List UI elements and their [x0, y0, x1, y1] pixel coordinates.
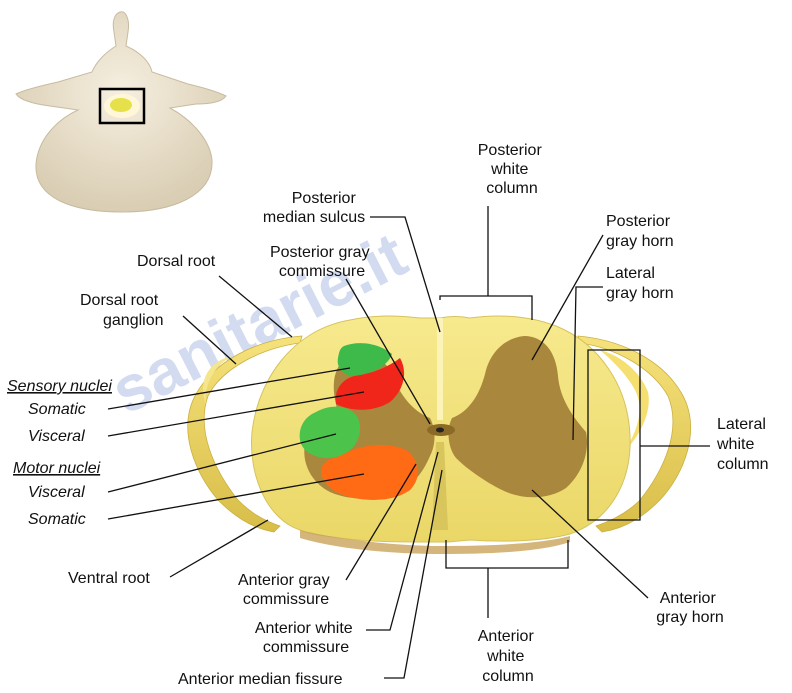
vertebra-thumbnail	[16, 12, 226, 212]
label-anterior-median-fissure: Anterior median fissure	[178, 671, 343, 688]
label-motor-nuclei: Motor nuclei	[13, 460, 101, 477]
label-lateral-white-column: Lateral white column	[716, 416, 770, 473]
label-motor-somatic: Somatic	[28, 511, 86, 528]
label-sensory-visceral: Visceral	[28, 428, 85, 445]
label-sensory-nuclei: Sensory nuclei	[7, 378, 112, 395]
label-lateral-gray-horn: Lateral gray horn	[606, 265, 674, 302]
label-anterior-white-column: Anterior white column	[478, 628, 538, 685]
label-anterior-white-commissure: Anterior white commissure	[255, 620, 357, 656]
label-posterior-gray-horn: Posterior gray horn	[606, 213, 674, 250]
label-posterior-median-sulcus: Posterior median sulcus	[263, 190, 365, 226]
label-posterior-white-column: Posterior white column	[478, 142, 546, 197]
label-anterior-gray-horn: Anterior gray horn	[656, 590, 724, 626]
label-dorsal-root-ganglion: Dorsal root ganglion	[80, 292, 164, 329]
label-ventral-root: Ventral root	[68, 570, 150, 587]
label-motor-visceral: Visceral	[28, 484, 85, 501]
label-sensory-somatic: Somatic	[28, 401, 86, 418]
label-anterior-gray-commissure: Anterior gray commissure	[238, 572, 334, 608]
label-dorsal-root: Dorsal root	[137, 253, 216, 270]
